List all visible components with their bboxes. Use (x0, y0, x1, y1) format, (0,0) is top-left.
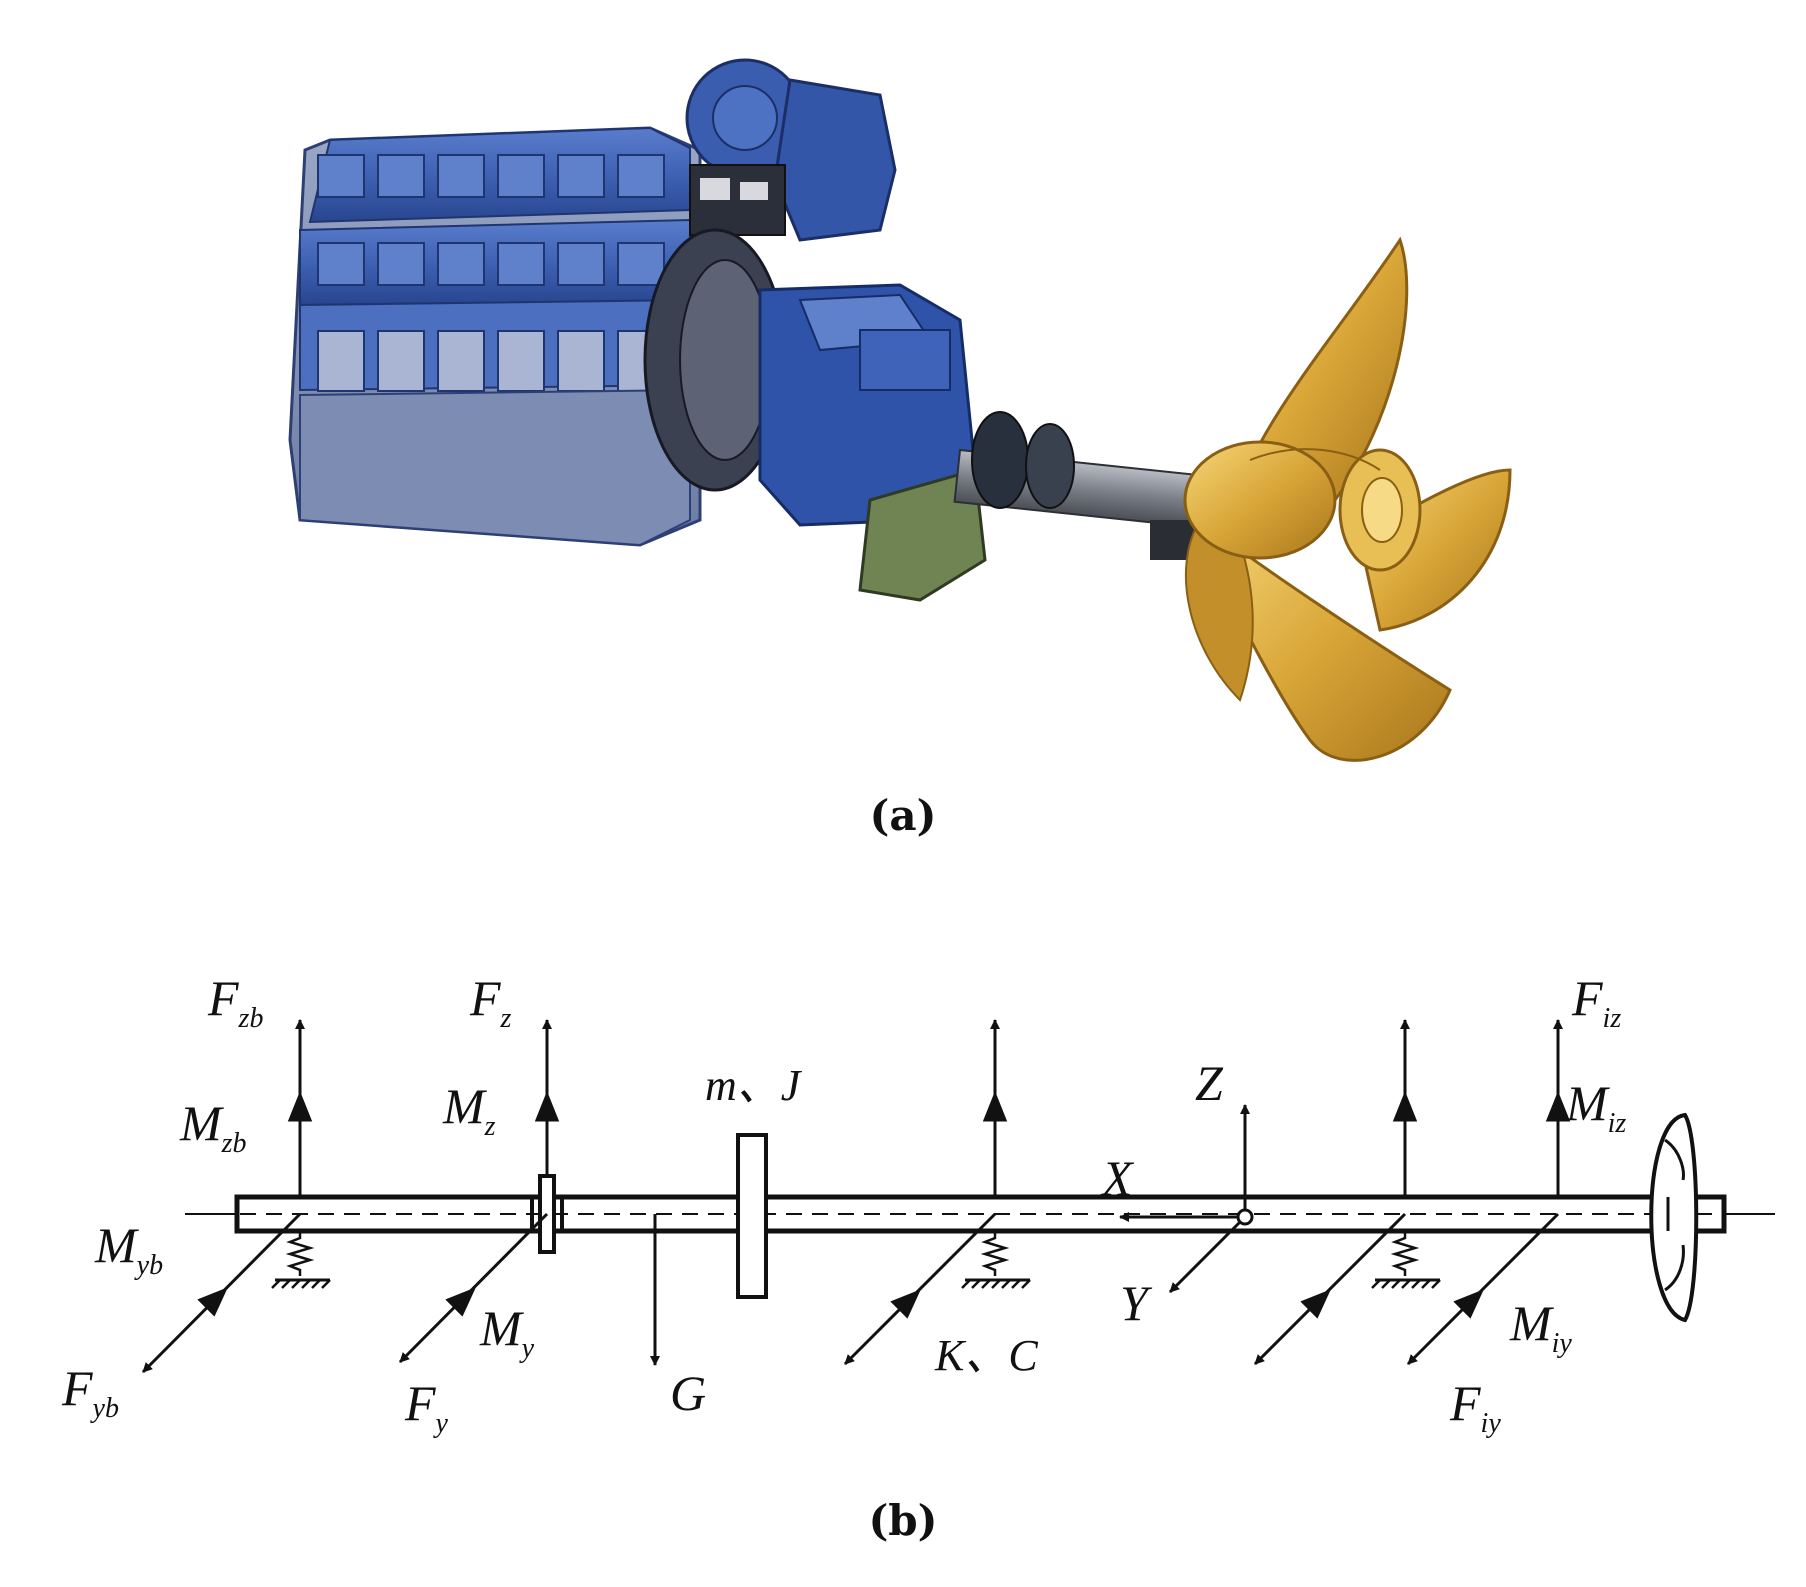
engine-panel (377, 330, 425, 392)
label-F-y: Fy (404, 1375, 449, 1439)
label-M-zb: Mzb (179, 1095, 247, 1159)
propeller-shaft (953, 411, 1260, 560)
label-M-y: My (479, 1300, 535, 1364)
label-F-z: Fz (469, 970, 512, 1034)
engine-panel (557, 242, 605, 286)
engine-panel (317, 242, 365, 286)
caption-a: (a) (870, 791, 937, 840)
engine-panel (377, 242, 425, 286)
coordinate-axes (1119, 1104, 1254, 1294)
engine-panel (437, 242, 485, 286)
shaft-force-schematic (141, 1019, 1775, 1374)
propeller-symbol (1649, 1112, 1699, 1323)
label-G: G (670, 1365, 706, 1421)
engine-panel (497, 242, 545, 286)
label-F-zb: Fzb (207, 970, 263, 1034)
engine-panel (497, 154, 545, 198)
engine-cylinder-panels (317, 154, 665, 392)
engine-panel (437, 330, 485, 392)
engine-panel (617, 242, 665, 286)
label-Z: Z (1195, 1055, 1224, 1111)
spring-support-2 (961, 1231, 1031, 1289)
schematic-labels: Fzb Mzb Myb Fyb Fz Mz My Fy m、J G K、C X … (61, 970, 1626, 1439)
label-M-yb: Myb (94, 1217, 163, 1281)
spring-support-3 (1371, 1231, 1441, 1289)
label-Y: Y (1120, 1275, 1153, 1331)
engine-panel (377, 154, 425, 198)
label-X: X (1100, 1150, 1135, 1206)
engine-panel (437, 154, 485, 198)
engine-panel (617, 154, 665, 198)
engine-panel (557, 330, 605, 392)
spring-support-1 (271, 1231, 331, 1289)
label-M-iz: Miz (1565, 1075, 1626, 1139)
label-M-z: Mz (442, 1078, 496, 1142)
label-m-J: m、J (705, 1061, 803, 1110)
mass-disk (736, 1133, 768, 1299)
lateral-force-arrows (141, 1212, 1560, 1374)
diesel-engine (288, 58, 987, 602)
engine-panel (557, 154, 605, 198)
label-F-iz: Fiz (1571, 970, 1621, 1034)
label-K-C: K、C (934, 1331, 1038, 1380)
label-F-iy: Fiy (1449, 1375, 1501, 1439)
caption-b: (b) (868, 1496, 937, 1545)
propulsion-system-illustration (288, 58, 1512, 762)
engine-panel (317, 154, 365, 198)
label-M-iy: Miy (1509, 1295, 1572, 1359)
vertical-force-arrows (287, 1019, 1571, 1197)
propeller (1183, 236, 1512, 762)
label-F-yb: Fyb (61, 1360, 119, 1424)
engine-panel (317, 330, 365, 392)
engine-panel (497, 330, 545, 392)
